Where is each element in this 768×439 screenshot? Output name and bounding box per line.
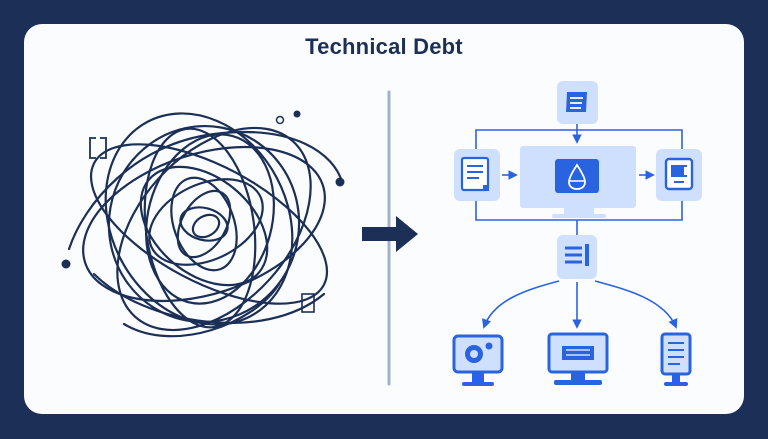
list-icon [565,244,589,266]
document-icon [460,156,490,192]
monitor-drop-icon [555,159,599,193]
tangle-end-dots [61,110,345,269]
laptop-icon [547,332,609,385]
tangled-lines-icon [67,112,344,338]
diagram-canvas [61,81,702,386]
document-stack-icon [566,92,587,112]
diagram-title: Technical Debt [305,34,463,59]
small-box-icon [301,293,315,313]
monitor-gear-icon [452,334,504,386]
node-left [454,149,500,201]
leaf-center [547,332,609,385]
node-hub [557,235,597,279]
arrow-right-icon [362,216,418,252]
leaf-right [660,332,692,386]
leaf-left [452,334,504,386]
bracket-icon [89,137,107,159]
node-center [520,146,636,218]
node-top [557,81,598,124]
document-stand-icon [660,332,692,386]
small-ring-icon [275,115,285,125]
diagram-card: Technical Debt [24,24,744,414]
tablet-icon [664,157,694,191]
node-right [656,149,702,201]
